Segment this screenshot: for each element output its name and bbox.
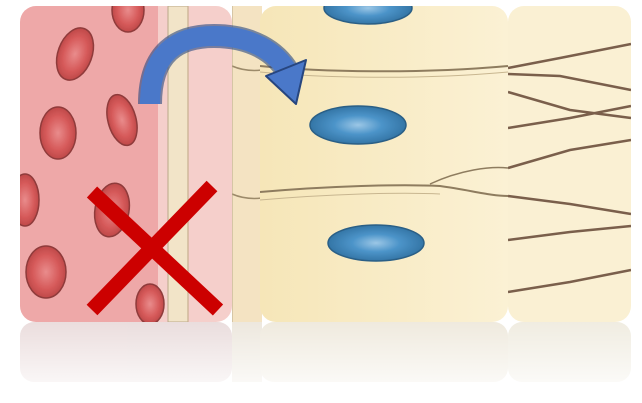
red-blood-cell <box>11 174 39 226</box>
red-blood-cell <box>40 107 76 159</box>
nucleus <box>310 106 406 144</box>
tissue-edge-panel <box>508 6 631 322</box>
nucleus <box>328 225 424 261</box>
red-blood-cell <box>136 284 164 324</box>
red-blood-cell <box>26 246 66 298</box>
epithelial-cells-panel <box>260 0 508 322</box>
